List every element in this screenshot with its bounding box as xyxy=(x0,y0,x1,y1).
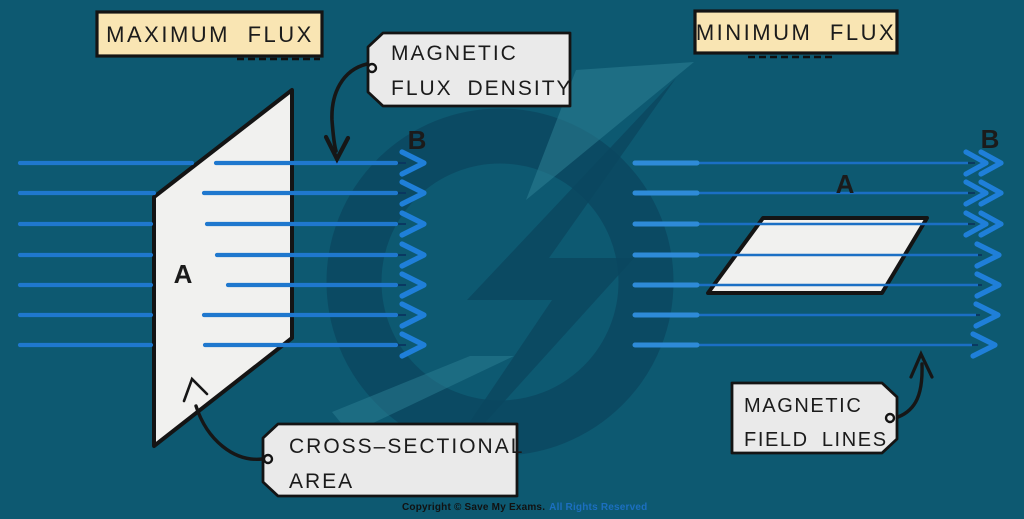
arrowhead-icon xyxy=(399,301,427,329)
minimum-flux-header: MINIMUM FLUX xyxy=(693,9,899,59)
maximum-flux-label: MAXIMUM FLUX xyxy=(106,22,314,47)
callout-text: MAGNETIC xyxy=(744,395,862,417)
field-lines-annotation-arrow xyxy=(896,350,934,419)
arrowhead-icon xyxy=(399,210,427,238)
area-symbol-left: A xyxy=(174,259,193,289)
arrowhead-icon xyxy=(963,149,989,177)
flux-density-symbol-left: B xyxy=(408,125,427,155)
field-line-arrow xyxy=(17,241,427,269)
copyright-notice: Copyright © Save My Exams. All Rights Res… xyxy=(402,502,647,513)
arrowhead-icon xyxy=(323,134,351,164)
arrowhead-icon xyxy=(970,331,998,359)
field-line-arrow xyxy=(17,179,427,207)
field-line-arrow xyxy=(632,301,1001,329)
arrowhead-icon xyxy=(963,179,989,207)
tag-hole-icon xyxy=(884,412,896,424)
arrowhead-icon xyxy=(182,376,209,403)
flux-density-annotation-arrow xyxy=(323,62,369,164)
callout-text: MAGNETIC xyxy=(391,42,518,65)
arrowhead-icon xyxy=(978,179,1004,207)
copyright-text: Copyright © Save My Exams. xyxy=(402,502,545,513)
arrowhead-icon xyxy=(399,241,427,269)
minimum-flux-label: MINIMUM FLUX xyxy=(696,20,896,45)
callout-text: FLUX DENSITY xyxy=(391,77,573,100)
arrowhead-icon xyxy=(909,350,934,379)
tag-hole-icon xyxy=(262,453,274,465)
magnetic-field-lines-callout: MAGNETIC FIELD LINES xyxy=(730,381,899,455)
field-line-arrow xyxy=(17,331,427,359)
arrowhead-icon xyxy=(978,149,1004,177)
left-panel: A B xyxy=(17,88,427,448)
arrowhead-icon xyxy=(399,179,427,207)
maximum-flux-header: MAXIMUM FLUX xyxy=(95,10,324,61)
arrowhead-icon xyxy=(399,149,427,177)
tag-hole-icon xyxy=(366,62,378,74)
arrowhead-icon xyxy=(978,210,1004,238)
arrowhead-icon xyxy=(974,241,1002,269)
lightning-bolt-icon xyxy=(424,78,676,490)
arrowhead-icon xyxy=(974,271,1002,299)
field-line-arrow xyxy=(17,271,427,299)
field-line-arrow xyxy=(632,210,1004,238)
cross-sectional-area-callout: CROSS–SECTIONAL AREA xyxy=(261,422,524,498)
magnetic-flux-density-callout: MAGNETIC FLUX DENSITY xyxy=(366,31,573,108)
arrowhead-icon xyxy=(399,271,427,299)
area-symbol-right: A xyxy=(836,169,855,199)
field-line-arrow xyxy=(632,241,1002,269)
field-line-arrow xyxy=(632,149,1004,177)
field-line-arrow xyxy=(632,331,998,359)
flux-density-symbol-right: B xyxy=(981,124,1000,154)
field-line-arrow xyxy=(632,271,1002,299)
rights-text: All Rights Reserved xyxy=(549,502,647,513)
field-line-arrow xyxy=(17,149,427,177)
arrowhead-icon xyxy=(973,301,1001,329)
field-line-arrow xyxy=(17,210,427,238)
callout-text: CROSS–SECTIONAL xyxy=(289,435,524,458)
cross-sectional-area-annotation-arrow xyxy=(182,376,264,461)
callout-text: AREA xyxy=(289,470,354,493)
field-line-arrow xyxy=(17,301,427,329)
right-panel: A B xyxy=(632,124,1004,359)
field-line-arrow xyxy=(632,179,1004,207)
arrowhead-icon xyxy=(963,210,989,238)
logo-highlight-wedge xyxy=(332,356,514,434)
arrowhead-icon xyxy=(399,331,427,359)
callout-text: FIELD LINES xyxy=(744,429,888,451)
